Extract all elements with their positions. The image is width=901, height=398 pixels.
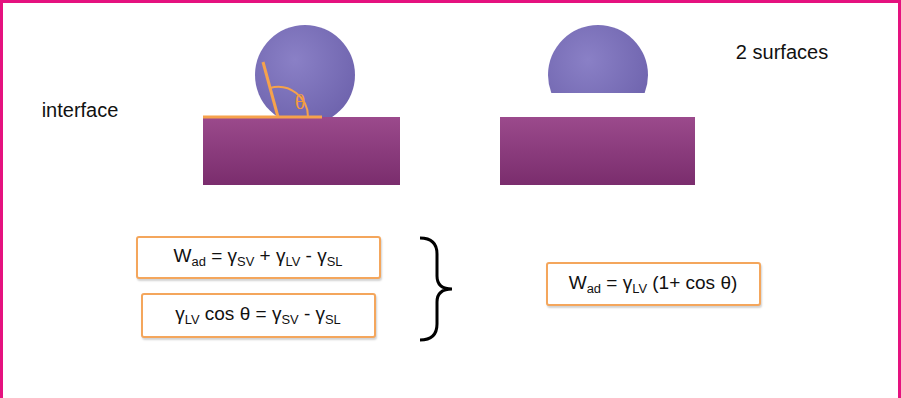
brace: [420, 238, 452, 340]
subscript: ad: [587, 281, 601, 296]
formula-text: γLV cos θ = γSV - γSL: [175, 303, 341, 327]
solid-substrate: [500, 117, 695, 185]
formula-box: Wad = γSV + γLV - γSL: [136, 236, 381, 279]
subscript: ad: [192, 254, 206, 269]
formula-text: Wad = γSV + γLV - γSL: [174, 245, 343, 269]
tangent-line: [263, 62, 278, 117]
angle-symbol: θ: [295, 89, 306, 115]
state-label: 2 surfaces: [736, 41, 828, 64]
subscript: LV: [285, 254, 300, 269]
liquid-drop: [548, 25, 648, 93]
solid-substrate: [203, 117, 400, 185]
baseline: [203, 116, 322, 119]
subscript: LV: [185, 312, 200, 327]
subscript: LV: [632, 281, 647, 296]
state-label: interface: [42, 99, 119, 122]
formula-box: γLV cos θ = γSV - γSL: [141, 293, 376, 338]
subscript: SL: [327, 254, 343, 269]
liquid-drop: [255, 25, 355, 117]
subscript: SV: [281, 312, 298, 327]
formula-box: Wad = γLV (1+ cos θ): [546, 262, 761, 306]
subscript: SV: [237, 254, 254, 269]
subscript: SL: [325, 312, 341, 327]
angle-arc: [270, 87, 308, 117]
formula-text: Wad = γLV (1+ cos θ): [569, 272, 738, 296]
